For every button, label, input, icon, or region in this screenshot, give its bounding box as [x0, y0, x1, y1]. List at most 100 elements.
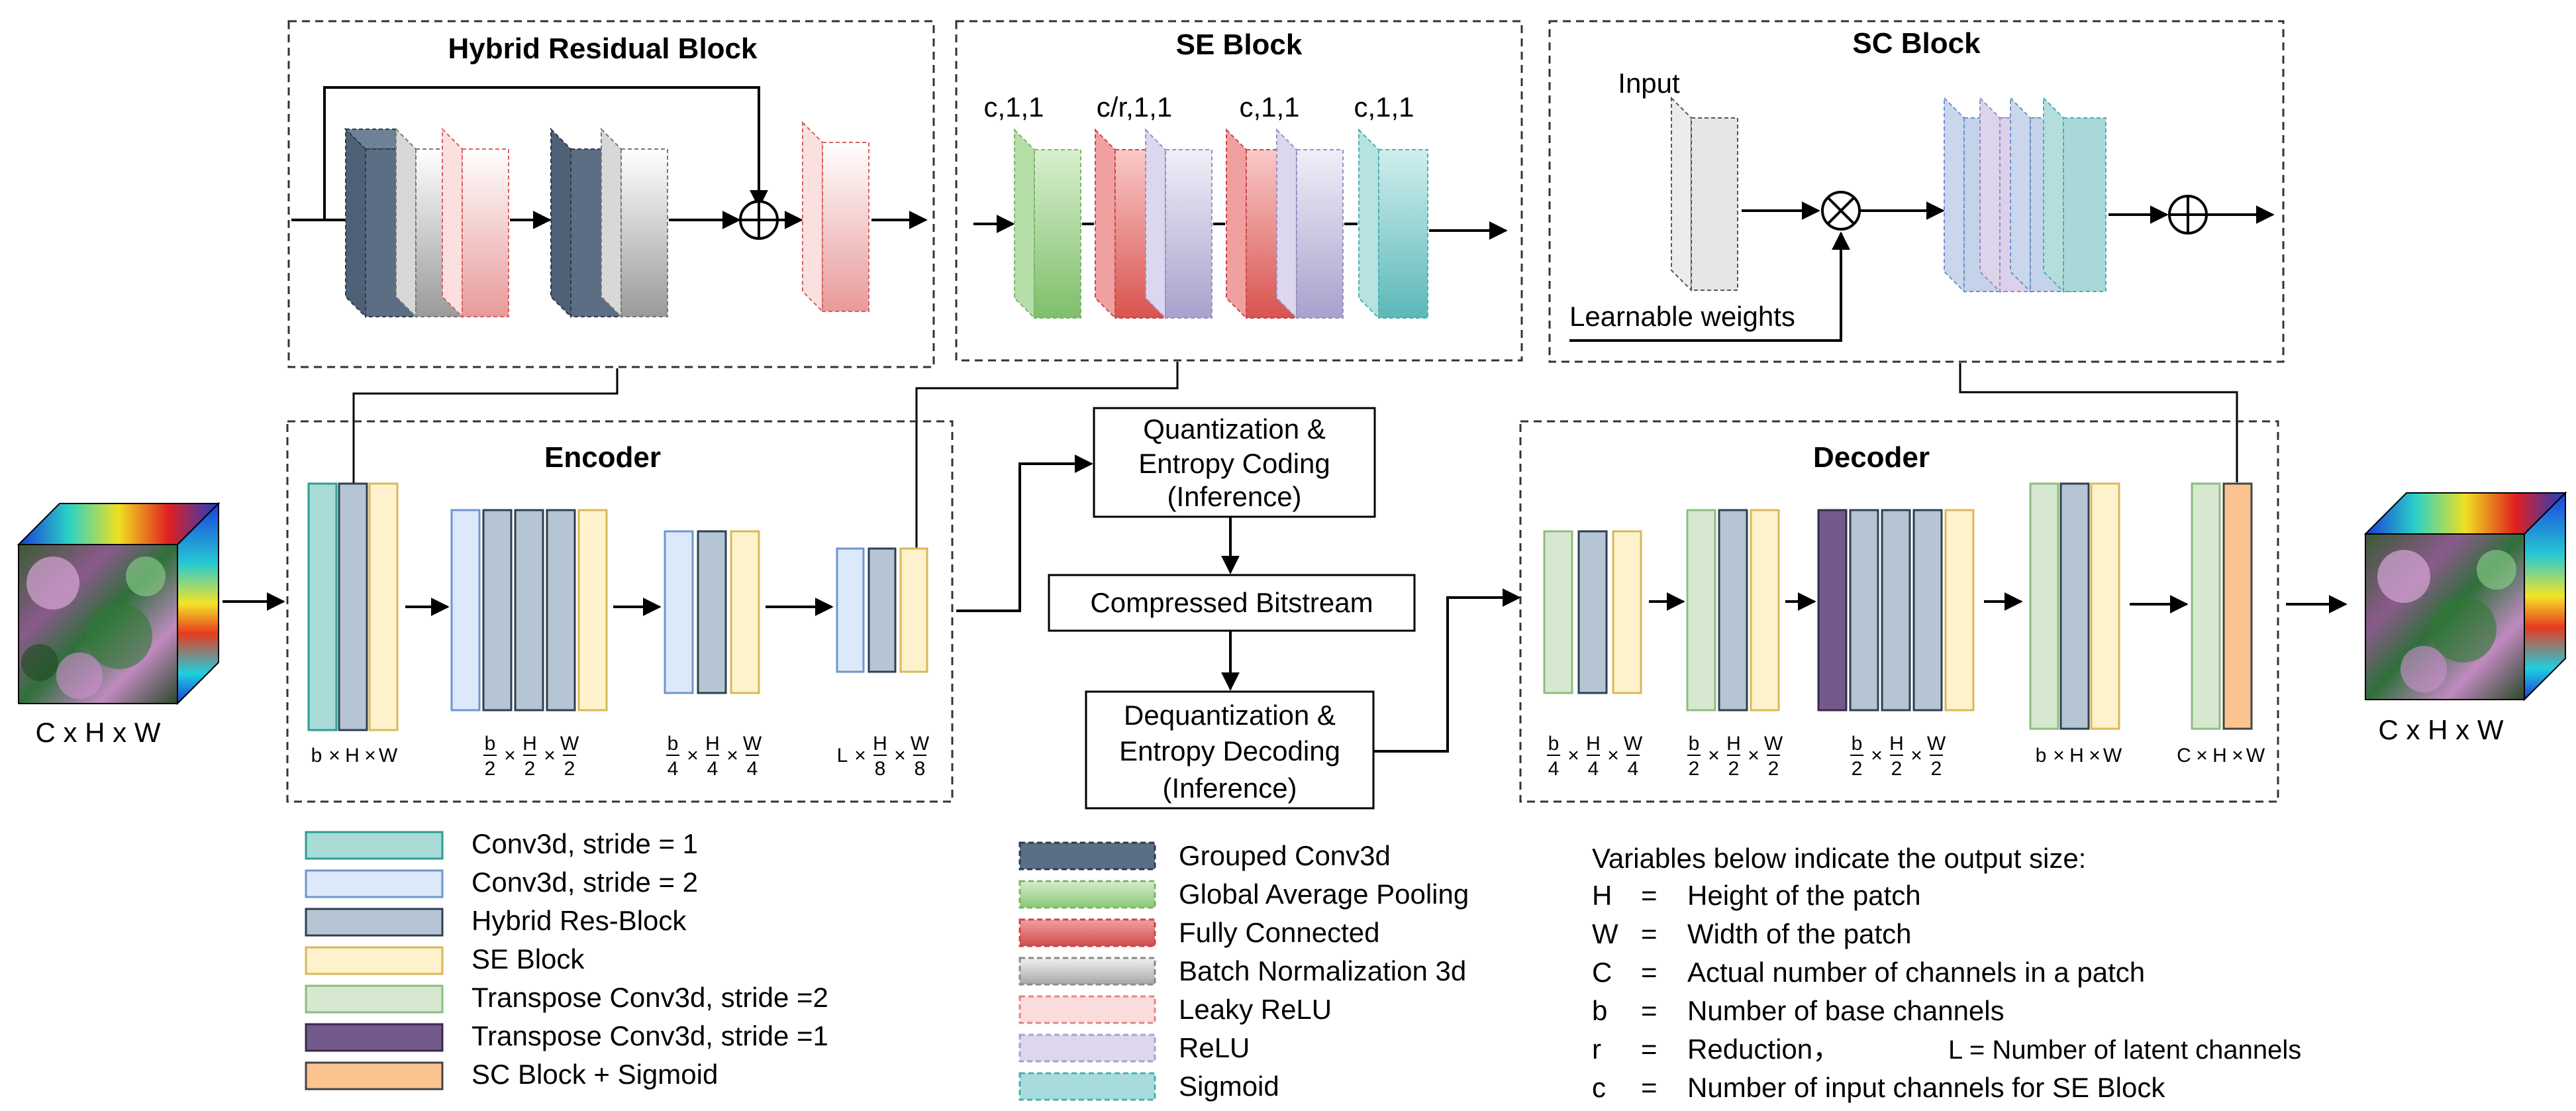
dim-token: × — [1910, 745, 1922, 767]
dimension-label: b2×H2×W2 — [1850, 733, 1946, 780]
dim-denominator: 2 — [1728, 758, 1740, 780]
legend-swatch — [305, 831, 444, 860]
dim-token: L — [837, 745, 848, 767]
legend-swatch — [1018, 1072, 1156, 1101]
weights-arrow — [1569, 231, 1850, 342]
decoder-frame — [1519, 420, 2279, 803]
dim-numerator: H — [1889, 733, 1904, 755]
variable-description: Reduction， — [1687, 1033, 1840, 1065]
enc1-hybrid-res-block — [338, 482, 368, 731]
legend-swatch — [305, 1061, 444, 1090]
se-sigmoid — [1358, 128, 1428, 320]
dim-numerator: W — [1764, 733, 1783, 755]
dim-token: C — [2177, 745, 2191, 767]
legend-label: ReLU — [1179, 1032, 1250, 1063]
dim-token: × — [1607, 745, 1619, 767]
dec2-transpose-conv3d-stride2 — [1686, 509, 1716, 712]
sc-add-icon — [2168, 195, 2208, 235]
se-frame — [955, 20, 1523, 362]
dec3-hybrid-res-block-1 — [1849, 509, 1879, 712]
se-relu-2 — [1276, 128, 1344, 320]
dimension-label: b2×H2×W2 — [1687, 733, 1783, 780]
dim-denominator: 2 — [564, 758, 575, 780]
dim-token: × — [2089, 745, 2101, 767]
encoder-title: Encoder — [544, 441, 661, 474]
dim-token: H — [2212, 745, 2227, 767]
hybrid-residual-block: Hybrid Residual Block — [287, 20, 935, 368]
variable-equals: = — [1641, 1072, 1658, 1103]
variable-description: Number of input channels for SE Block — [1687, 1072, 2165, 1103]
input-size-label: C x H x W — [36, 717, 161, 748]
output-hyperspectral-cube: C x H x W — [2363, 491, 2567, 745]
legend-label: Fully Connected — [1179, 917, 1380, 948]
variable-equals: = — [1641, 995, 1658, 1026]
enc3-hybrid-res-block — [697, 530, 727, 694]
dim-token: × — [544, 745, 556, 767]
legend-swatch — [1018, 880, 1156, 909]
legend-label: Transpose Conv3d, stride =1 — [471, 1020, 828, 1051]
dec3-hybrid-res-block-2 — [1881, 509, 1911, 712]
dequant-line-3: (Inference) — [1162, 772, 1297, 804]
enc4-hybrid-res-block — [867, 547, 897, 673]
dim-denominator: 8 — [915, 758, 926, 780]
variable-equals: = — [1641, 957, 1658, 988]
legend-swatch — [1018, 1033, 1156, 1063]
output-size-label: C x H x W — [2379, 714, 2504, 745]
sc-weights-label: Learnable weights — [1569, 301, 1795, 332]
dim-token: × — [894, 745, 906, 767]
dec3-transpose-conv3d-stride1 — [1817, 509, 1848, 712]
dim-denominator: 4 — [707, 758, 718, 780]
encoder-frame — [286, 420, 954, 803]
dec1-transpose-conv3d-stride2 — [1543, 530, 1573, 694]
dim-token: × — [328, 745, 340, 767]
enc1-se-block — [368, 482, 399, 731]
dim-token: × — [687, 745, 699, 767]
dequant-to-decoder-arrow — [1373, 588, 1521, 753]
encoder-to-quant-arrow — [956, 454, 1093, 612]
dim-numerator: b — [1852, 733, 1863, 755]
dim-token: × — [726, 745, 738, 767]
hr-batchnorm-2 — [601, 127, 668, 319]
dec4-transpose-conv3d-stride2 — [2029, 482, 2059, 730]
variable-equals: = — [1641, 880, 1658, 911]
dec3-se-block — [1944, 509, 1975, 712]
enc4-se-block — [899, 547, 928, 673]
skip-connection-arrow — [291, 86, 768, 221]
quant-line-1: Quantization & — [1143, 413, 1326, 445]
legend-label: Sigmoid — [1179, 1071, 1279, 1102]
dequantization-box: Dequantization & Entropy Decoding (Infer… — [1085, 690, 1375, 810]
se-block: SE Block c,1,1 c/r,1,1 c,1,1 c,1,1 — [955, 20, 1523, 362]
hr-leaky-relu-2 — [802, 121, 869, 313]
se-label-sigmoid: c,1,1 — [1354, 91, 1414, 123]
hr-leaky-relu-1 — [442, 127, 509, 319]
dimension-label: b4×H4×W4 — [1547, 733, 1643, 780]
variables-heading: Variables below indicate the output size… — [1592, 843, 2086, 874]
legend-label: Conv3d, stride = 2 — [471, 867, 698, 898]
variable-symbol: c — [1592, 1072, 1606, 1103]
variable-symbol: H — [1592, 880, 1612, 911]
dim-numerator: W — [560, 733, 579, 755]
dim-numerator: b — [1548, 733, 1560, 755]
dimension-label: L×H8×W8 — [837, 733, 930, 780]
sc-block-connector — [1959, 363, 2238, 482]
se-label-fc1: c/r,1,1 — [1097, 91, 1172, 123]
enc2-hybrid-res-block-1 — [482, 509, 513, 712]
dim-denominator: 2 — [1891, 758, 1903, 780]
legend-swatch — [305, 1023, 444, 1052]
dim-token: W — [2103, 745, 2122, 767]
residual-add-icon — [739, 200, 779, 240]
input-hyperspectral-cube: C x H x W — [17, 502, 221, 748]
dim-token: × — [2196, 745, 2208, 767]
hybrid-residual-title: Hybrid Residual Block — [448, 32, 758, 65]
variables-legend: Variables below indicate the output size… — [1592, 843, 2301, 1103]
dim-token: × — [1748, 745, 1759, 767]
dim-denominator: 2 — [1931, 758, 1942, 780]
sc-sigmoid-slab — [2043, 96, 2106, 293]
dim-numerator: H — [1586, 733, 1601, 755]
legend-swatch — [305, 946, 444, 975]
dimension-label: b×H×W — [311, 745, 398, 767]
dequant-line-1: Dequantization & — [1124, 700, 1336, 731]
dim-token: × — [854, 745, 866, 767]
